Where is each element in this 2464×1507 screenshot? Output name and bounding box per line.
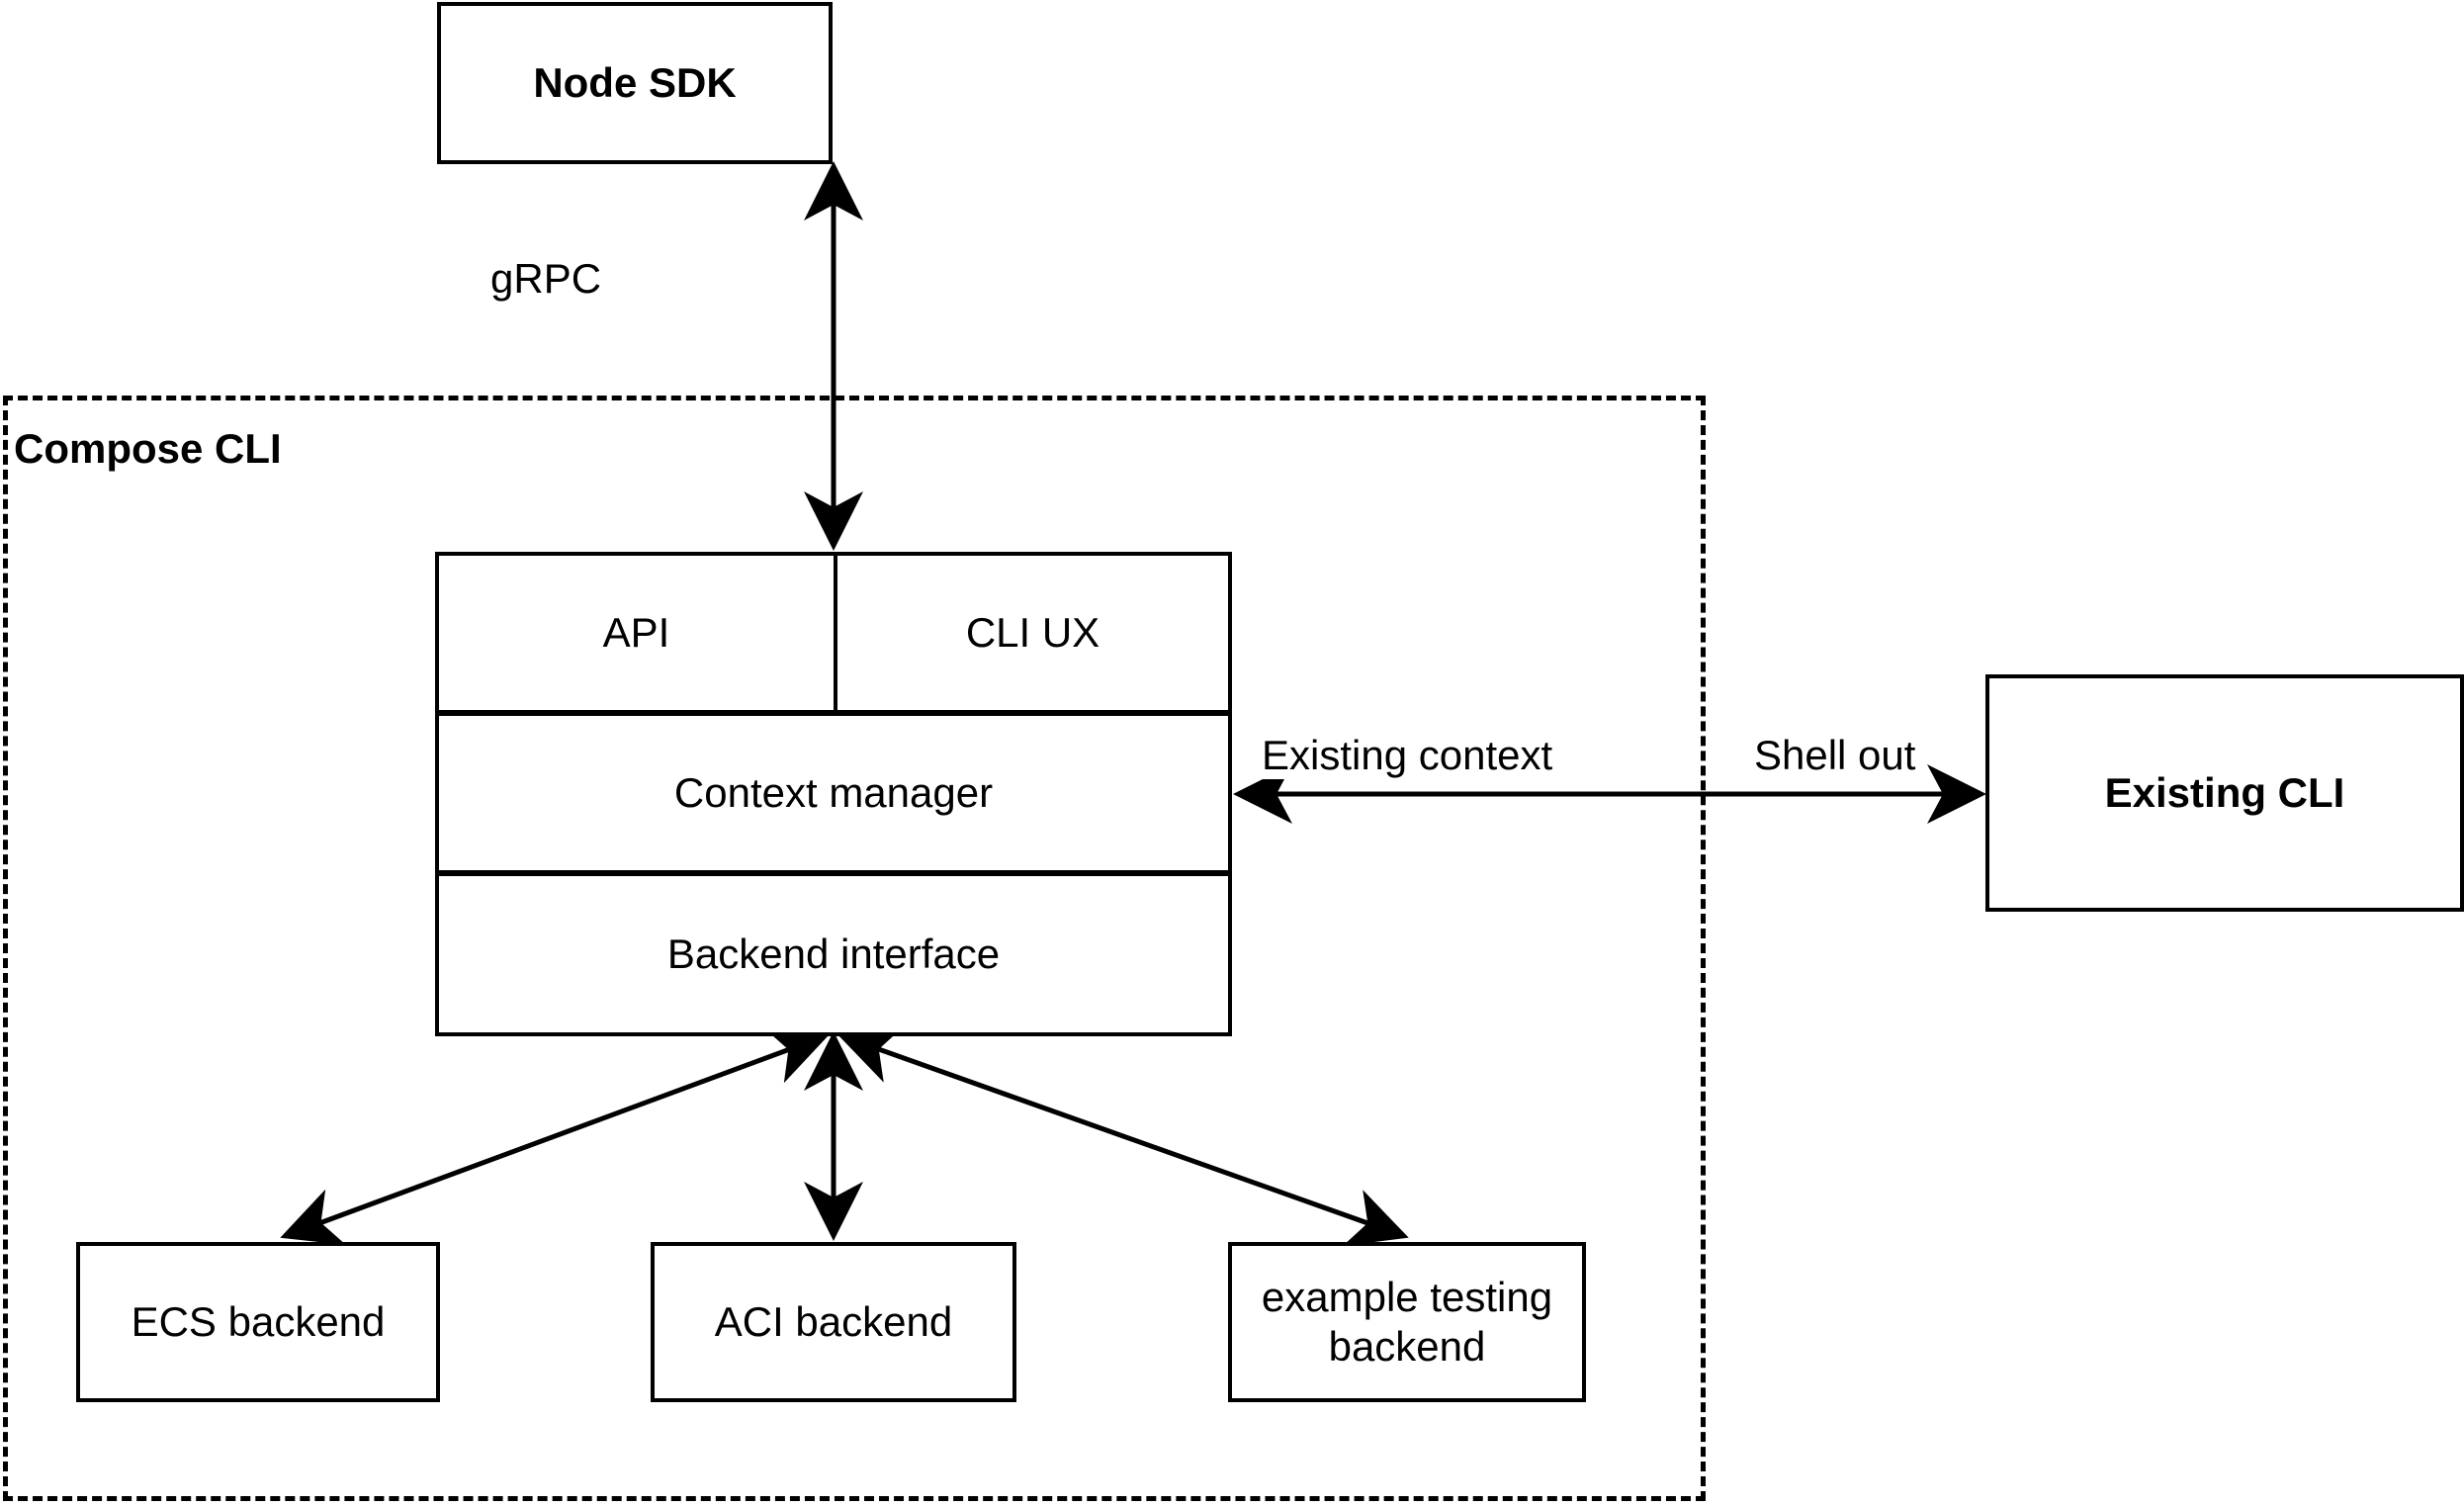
edge-label-grpc: gRPC xyxy=(486,255,606,303)
node-backend-interface-label: Backend interface xyxy=(666,931,1001,978)
node-ecs-backend-label: ECS backend xyxy=(131,1298,386,1346)
node-example-testing-backend-label-line2: backend xyxy=(1328,1323,1486,1370)
node-aci-backend-label: ACI backend xyxy=(714,1298,953,1346)
node-context-manager-label: Context manager xyxy=(673,769,994,817)
node-cli-ux-label: CLI UX xyxy=(965,609,1100,656)
node-example-testing-backend[interactable]: example testing backend xyxy=(1228,1242,1586,1402)
node-cli-ux[interactable]: CLI UX xyxy=(834,556,1228,710)
node-existing-cli-label: Existing CLI xyxy=(2104,769,2345,817)
edge-label-existing-context: Existing context xyxy=(1258,732,1557,779)
group-compose-cli xyxy=(3,396,1706,1501)
node-api[interactable]: API xyxy=(439,556,834,710)
node-api-label: API xyxy=(602,609,670,656)
node-context-manager[interactable]: Context manager xyxy=(435,712,1232,874)
node-api-cliux-row: API CLI UX xyxy=(435,552,1232,714)
node-aci-backend[interactable]: ACI backend xyxy=(651,1242,1016,1402)
edge-backend-example xyxy=(837,1026,1409,1246)
node-node-sdk[interactable]: Node SDK xyxy=(437,2,833,164)
node-existing-cli[interactable]: Existing CLI xyxy=(1985,674,2464,912)
node-node-sdk-label: Node SDK xyxy=(533,59,737,107)
node-example-testing-backend-label-line1: example testing xyxy=(1261,1274,1553,1321)
edge-label-shell-out: Shell out xyxy=(1750,732,1920,779)
node-backend-interface[interactable]: Backend interface xyxy=(435,872,1232,1036)
group-compose-cli-label: Compose CLI xyxy=(14,425,282,472)
edge-backend-ecs xyxy=(280,1026,830,1246)
node-ecs-backend[interactable]: ECS backend xyxy=(76,1242,440,1402)
